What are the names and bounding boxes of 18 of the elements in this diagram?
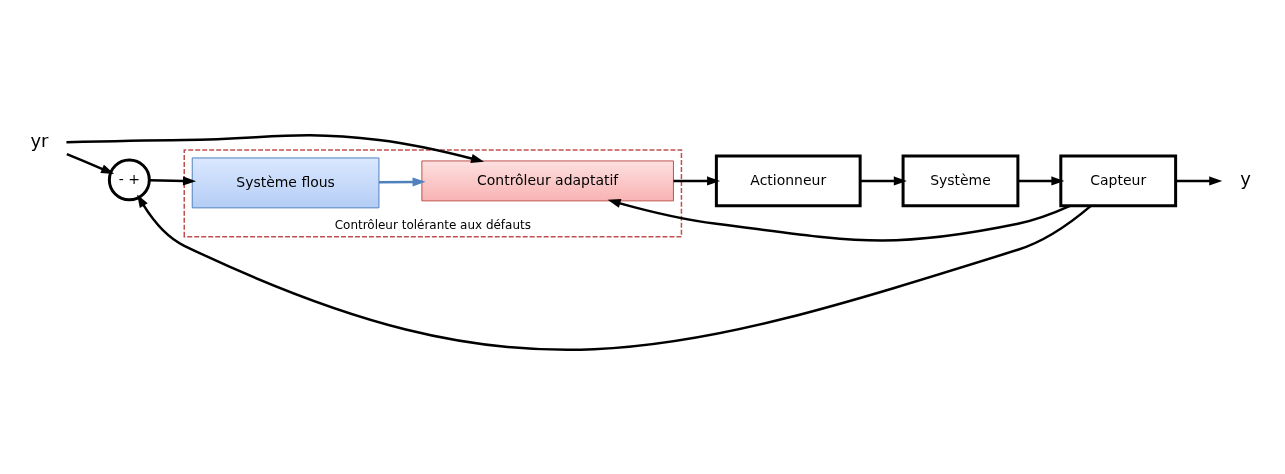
arrow xyxy=(1018,175,1065,185)
arrow xyxy=(1175,175,1223,185)
arrow xyxy=(673,175,721,185)
node-box: Contrôleur adaptatif xyxy=(421,159,674,201)
arrow xyxy=(860,175,907,185)
node-text: y xyxy=(1240,167,1251,189)
node-box: Capteur xyxy=(1059,153,1178,207)
node-box: Système xyxy=(901,153,1020,207)
arrow xyxy=(149,175,196,185)
node-circle: - + xyxy=(107,157,151,201)
arrow xyxy=(137,193,1092,350)
node-box: Actionneur xyxy=(714,153,862,207)
node-box: Système flous xyxy=(191,156,380,208)
arrow xyxy=(607,198,1071,242)
arrow xyxy=(66,152,115,174)
arrow xyxy=(66,133,485,163)
node-text: yr xyxy=(30,129,49,151)
arrow xyxy=(379,176,426,186)
